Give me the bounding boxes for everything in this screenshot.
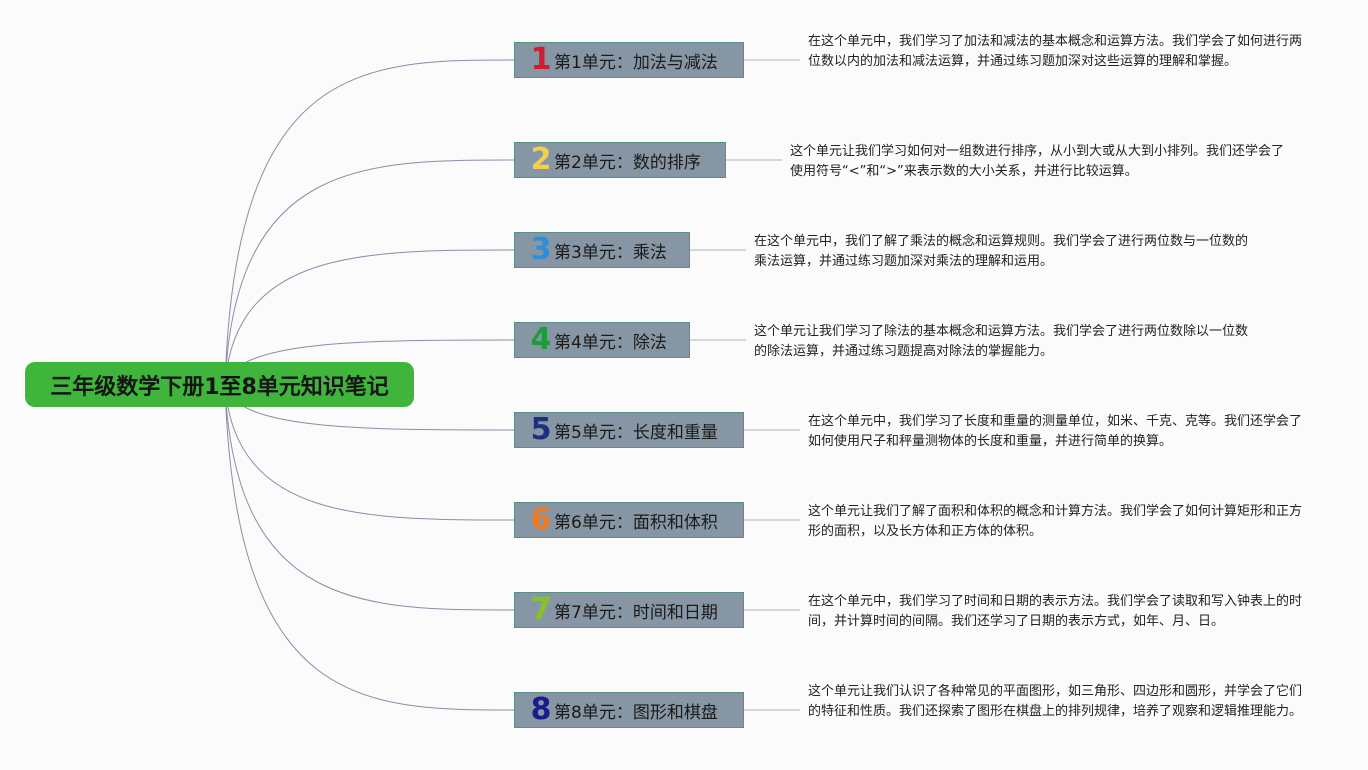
unit-number: 2 xyxy=(530,142,552,177)
unit-7-node[interactable]: 7 第7单元：时间和日期 xyxy=(514,592,744,628)
unit-8-description: 这个单元让我们认识了各种常见的平面图形，如三角形、四边形和圆形，并学会了它们的特… xyxy=(808,684,1303,719)
unit-5-description: 在这个单元中，我们学习了长度和重量的测量单位，如米、千克、克等。我们还学会了如何… xyxy=(808,414,1303,449)
unit-4-node[interactable]: 4 第4单元：除法 xyxy=(514,322,690,358)
unit-2-description: 这个单元让我们学习如何对一组数进行排序，从小到大或从大到小排列。我们还学会了使用… xyxy=(790,144,1285,179)
unit-number: 5 xyxy=(530,412,552,447)
branch-curve xyxy=(224,159,515,386)
unit-label: 第6单元：面积和体积 xyxy=(554,512,718,533)
unit-label: 第2单元：数的排序 xyxy=(554,152,701,173)
branch-curve xyxy=(224,384,515,611)
unit-3-description: 在这个单元中，我们了解了乘法的概念和运算规则。我们学会了进行两位数与一位数的乘法… xyxy=(754,234,1249,269)
unit-number: 1 xyxy=(530,42,552,77)
unit-1-node[interactable]: 1 第1单元：加法与减法 xyxy=(514,42,744,78)
branch-curve xyxy=(224,384,515,711)
branch-curve xyxy=(224,384,515,521)
unit-6-description: 这个单元让我们了解了面积和体积的概念和计算方法。我们学会了如何计算矩形和正方形的… xyxy=(808,504,1303,539)
unit-label: 第4单元：除法 xyxy=(554,332,667,353)
root-topic[interactable]: 三年级数学下册1至8单元知识笔记 xyxy=(25,362,414,407)
unit-label: 第1单元：加法与减法 xyxy=(554,52,718,73)
unit-label: 第5单元：长度和重量 xyxy=(554,422,718,443)
root-title: 三年级数学下册1至8单元知识笔记 xyxy=(50,374,389,400)
unit-number: 7 xyxy=(530,592,552,627)
unit-number: 4 xyxy=(530,322,552,357)
unit-8-node[interactable]: 8 第8单元：图形和棋盘 xyxy=(514,692,744,728)
unit-3-node[interactable]: 3 第3单元：乘法 xyxy=(514,232,690,268)
unit-label: 第7单元：时间和日期 xyxy=(554,602,718,623)
unit-7-description: 在这个单元中，我们学习了时间和日期的表示方法。我们学会了读取和写入钟表上的时间，… xyxy=(808,594,1303,629)
unit-number: 8 xyxy=(530,692,552,727)
unit-6-node[interactable]: 6 第6单元：面积和体积 xyxy=(514,502,744,538)
unit-4-description: 这个单元让我们学习了除法的基本概念和运算方法。我们学会了进行两位数除以一位数的除… xyxy=(754,324,1249,359)
unit-number: 3 xyxy=(530,232,552,267)
unit-5-node[interactable]: 5 第5单元：长度和重量 xyxy=(514,412,744,448)
unit-label: 第3单元：乘法 xyxy=(554,242,667,263)
branch-curve xyxy=(224,249,515,386)
unit-2-node[interactable]: 2 第2单元：数的排序 xyxy=(514,142,726,178)
branch-curve xyxy=(224,59,515,386)
unit-label: 第8单元：图形和棋盘 xyxy=(554,702,718,723)
unit-1-description: 在这个单元中，我们学习了加法和减法的基本概念和运算方法。我们学会了如何进行两位数… xyxy=(808,34,1303,69)
unit-number: 6 xyxy=(530,502,552,537)
